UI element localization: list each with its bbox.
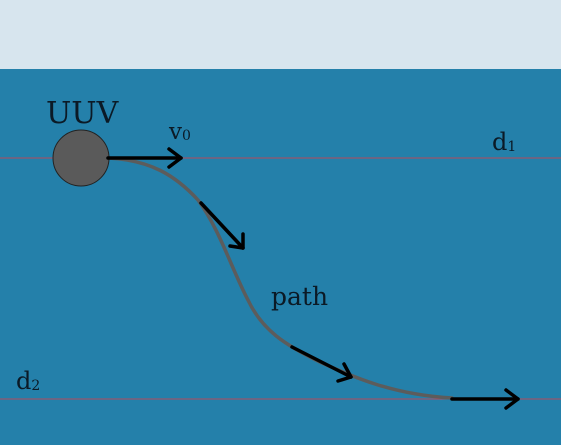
depth1-label-main: d xyxy=(492,128,507,156)
final-velocity-arrow xyxy=(450,388,520,410)
depth1-label: d1 xyxy=(492,128,516,156)
uuv-label: UUV xyxy=(46,96,120,131)
velocity-label: v0 xyxy=(168,119,191,145)
depth2-label-subscript: 2 xyxy=(31,378,40,394)
velocity-label-subscript: 0 xyxy=(182,128,191,144)
sky-region xyxy=(0,0,561,69)
water-region xyxy=(0,69,561,445)
depth2-label-main: d xyxy=(16,367,31,395)
depth2-label: d2 xyxy=(16,367,40,395)
velocity-arrows xyxy=(106,147,520,410)
path-label: path xyxy=(271,282,328,311)
trajectory-path xyxy=(106,156,454,400)
levelling-arrow xyxy=(290,345,353,383)
velocity-label-main: v xyxy=(168,119,182,145)
depth1-label-subscript: 1 xyxy=(507,139,516,155)
descent-arrow xyxy=(199,201,245,250)
uuv-body xyxy=(52,129,110,187)
initial-velocity-arrow xyxy=(106,147,183,169)
